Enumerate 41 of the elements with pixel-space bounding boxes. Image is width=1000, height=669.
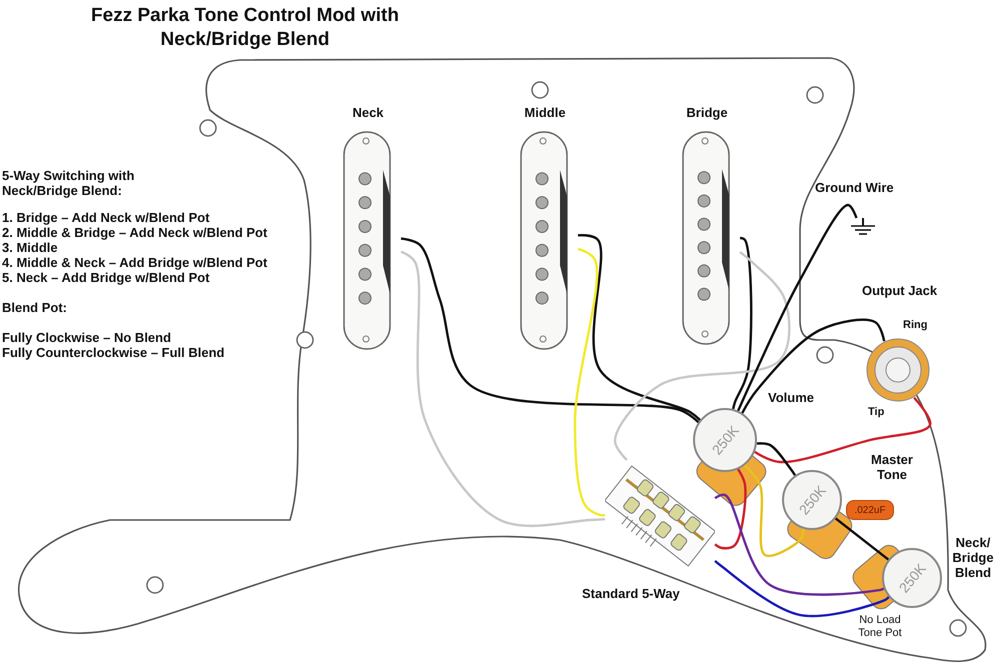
- wire: [834, 518, 890, 560]
- wire: [732, 236, 752, 410]
- wire: [714, 560, 890, 618]
- note-text: 5-Way Switching with Neck/Bridge Blend:: [2, 168, 136, 198]
- pickup-label: Middle: [523, 105, 567, 120]
- component-label: Output Jack: [862, 283, 938, 298]
- component-label: Master Tone: [870, 452, 914, 482]
- note-text: 4. Middle & Neck – Add Bridge w/Blend Pot: [2, 255, 268, 270]
- wire: [714, 468, 747, 550]
- component-label: Neck/ Bridge Blend: [951, 535, 995, 580]
- component-label: Ground Wire: [815, 180, 894, 195]
- note-text: 1. Bridge – Add Neck w/Blend Pot: [2, 210, 210, 225]
- component-label: Ring: [903, 318, 928, 333]
- wire: [756, 442, 796, 476]
- component-label: Tip: [868, 405, 884, 420]
- wire: [614, 251, 790, 461]
- pickup-label: Neck: [351, 105, 385, 120]
- wire: [578, 234, 701, 421]
- pickup-label: Bridge: [685, 105, 729, 120]
- potentiometer: [693, 408, 757, 472]
- wire: [741, 318, 886, 414]
- wire: [400, 250, 606, 528]
- note-text: 2. Middle & Bridge – Add Neck w/Blend Pot: [2, 225, 268, 240]
- note-text: 3. Middle: [2, 240, 58, 255]
- component-label: Volume: [768, 390, 814, 405]
- wire: [737, 204, 858, 412]
- note-text: Fully Counterclockwise – Full Blend: [2, 345, 224, 360]
- wire: [574, 248, 606, 516]
- note-text: Blend Pot:: [2, 300, 67, 315]
- diagram-title: Fezz Parka Tone Control Mod with Neck/Bridge Blend: [90, 4, 400, 52]
- potentiometer: [882, 548, 942, 608]
- capacitor: .022uF: [846, 500, 894, 520]
- component-label: No Load Tone Pot: [857, 614, 903, 640]
- wire: [714, 494, 884, 596]
- wire: [744, 464, 805, 558]
- potentiometer: [782, 470, 842, 530]
- component-label: Standard 5-Way: [582, 586, 680, 601]
- wire: [754, 396, 932, 464]
- note-text: 5. Neck – Add Bridge w/Blend Pot: [2, 270, 210, 285]
- note-text: Fully Clockwise – No Blend: [2, 330, 172, 345]
- wire: [400, 237, 700, 424]
